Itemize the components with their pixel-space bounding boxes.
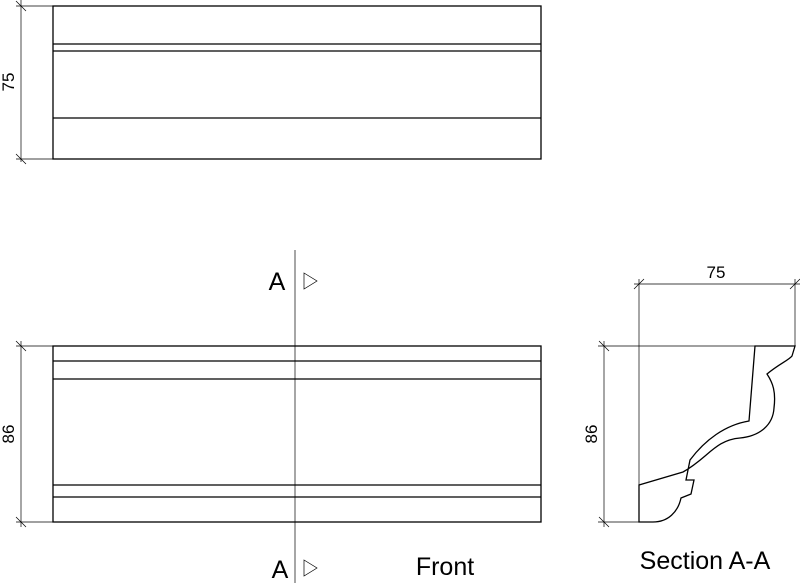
top-view-outline <box>52 5 542 160</box>
section-width-dimension: 75 <box>633 263 800 522</box>
section-arrow-icon <box>303 272 318 290</box>
section-width-value: 75 <box>707 263 726 282</box>
top-view: 75 <box>0 0 542 165</box>
front-height-dimension: 86 <box>0 340 53 528</box>
section-arrow-icon <box>303 559 318 577</box>
top-height-value: 75 <box>0 73 18 92</box>
front-view-outline <box>52 345 542 523</box>
front-height-value: 86 <box>0 425 18 444</box>
section-view-label: Section A-A <box>640 547 771 575</box>
top-height-dimension: 75 <box>0 0 53 165</box>
section-height-dimension: 86 <box>582 340 755 528</box>
section-height-value: 86 <box>582 425 601 444</box>
section-view: 75 86 Section A-A <box>582 263 800 575</box>
front-view-label: Front <box>416 553 474 581</box>
front-view: A A 86 Front <box>0 250 542 583</box>
crown-molding-profile <box>638 345 796 523</box>
section-mark-bottom: A <box>272 556 289 583</box>
section-mark-top: A <box>269 268 286 296</box>
